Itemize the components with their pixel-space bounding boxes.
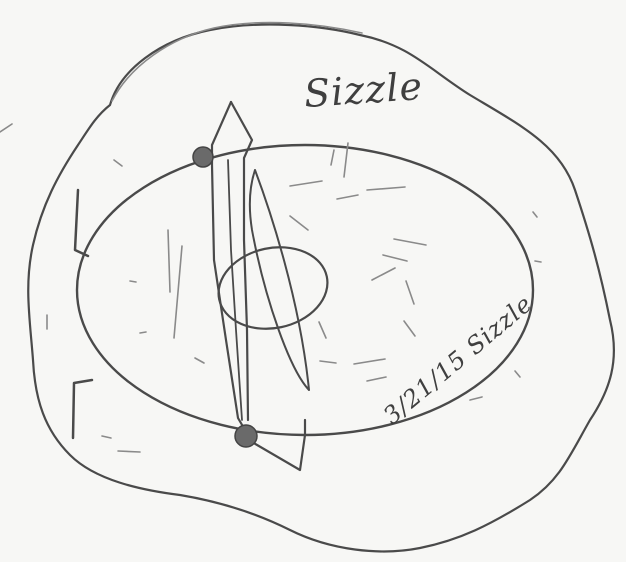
bottom-node: [235, 425, 257, 447]
left-arrow-stroke: [0, 124, 12, 132]
top-node: [193, 147, 213, 167]
inner-small-ellipse: [211, 237, 335, 338]
lens-shape: [250, 170, 309, 390]
main-ellipse: [77, 145, 533, 435]
left-lower-bracket: [73, 380, 92, 438]
sketch-label-top: Sizzle: [303, 64, 425, 116]
vertical-blade-inner-line: [228, 160, 242, 420]
left-upper-bracket: [75, 190, 88, 256]
